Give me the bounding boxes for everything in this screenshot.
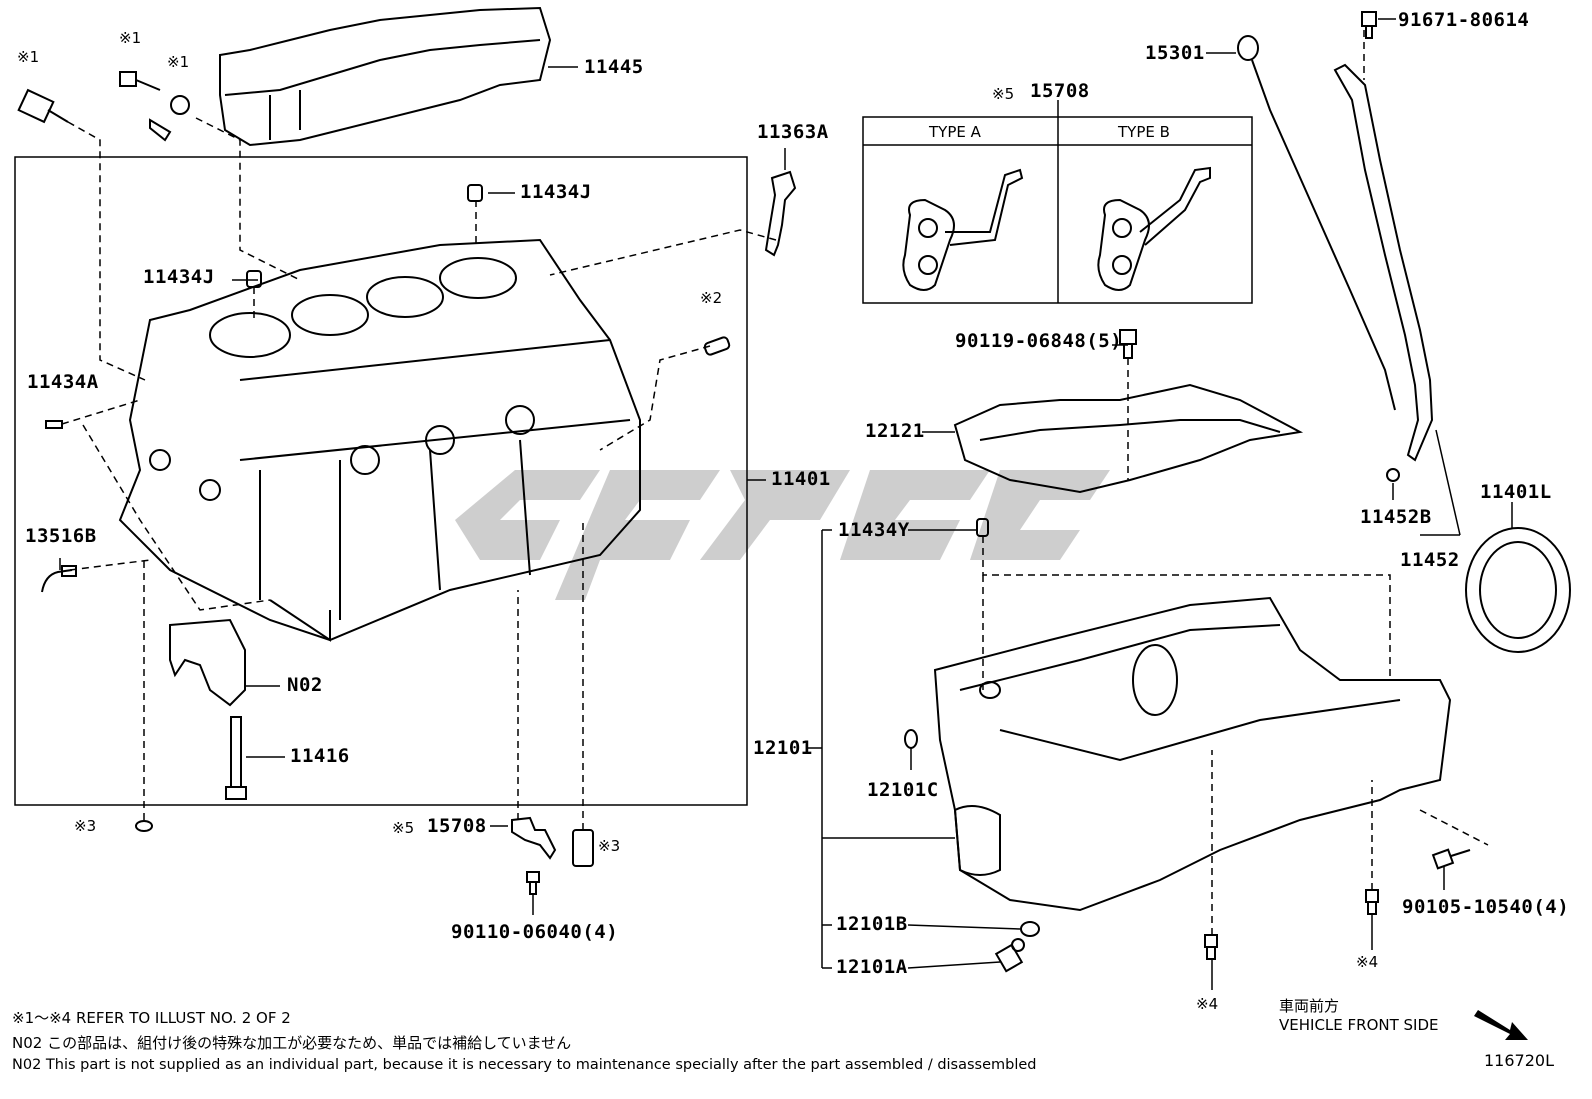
part-label-11401[interactable]: 11401 xyxy=(771,468,831,490)
part-label-12101[interactable]: 12101 xyxy=(753,737,813,759)
ref-mark-1-bolt: ※1 xyxy=(119,29,142,47)
pin-11434a-icon xyxy=(45,420,63,429)
note-n02-en: N02 This part is not supplied as an indi… xyxy=(12,1057,1037,1073)
part-label-11434j-top[interactable]: 11434J xyxy=(520,181,592,203)
part-label-15708-top[interactable]: 15708 xyxy=(1030,80,1090,102)
bolt-4-icon xyxy=(1204,889,1379,960)
part-label-11434a[interactable]: 11434A xyxy=(27,371,99,393)
engine-block-frame xyxy=(14,156,748,806)
sensor-icon xyxy=(17,88,69,124)
part-label-11452b[interactable]: 11452B xyxy=(1360,506,1432,528)
oil-jet-type-b-icon xyxy=(1097,166,1211,291)
front-arrow-icon xyxy=(1474,1010,1528,1040)
ref-mark-2: ※2 xyxy=(700,289,723,307)
part-label-12101b[interactable]: 12101B xyxy=(836,913,908,935)
part-label-15708-bottom[interactable]: 15708 xyxy=(427,815,487,837)
ref-mark-3-washer: ※3 xyxy=(74,817,97,835)
part-label-90110[interactable]: 90110-06040(4) xyxy=(451,921,619,943)
part-label-11452[interactable]: 11452 xyxy=(1400,549,1460,571)
pin-2-icon xyxy=(703,336,731,356)
part-label-90119[interactable]: 90119-06848(5) xyxy=(955,330,1123,352)
note-refer: ※1～※4 REFER TO ILLUST NO. 2 OF 2 xyxy=(12,1009,291,1027)
bolt-90105-icon xyxy=(1431,848,1471,870)
vehicle-front-label-en: VEHICLE FRONT SIDE xyxy=(1279,1016,1439,1034)
dipstick-guide-11452-icon xyxy=(1333,11,1434,462)
oil-seal-11401l-icon xyxy=(1465,527,1571,653)
gasket-12101b-icon xyxy=(1020,921,1040,937)
part-label-12101a[interactable]: 12101A xyxy=(836,956,908,978)
bolt-icon xyxy=(119,71,190,142)
ref-mark-1-nut: ※1 xyxy=(167,53,190,71)
part-label-11363a[interactable]: 11363A xyxy=(757,121,829,143)
plug-3-icon xyxy=(572,829,594,867)
solid-leaders xyxy=(59,18,1513,990)
part-label-90105[interactable]: 90105-10540(4) xyxy=(1402,896,1570,918)
type-b-header: TYPE B xyxy=(1118,123,1170,141)
part-label-12121[interactable]: 12121 xyxy=(865,420,925,442)
vehicle-front-label-jp: 車両前方 xyxy=(1279,997,1340,1015)
type-box xyxy=(862,100,1253,304)
part-label-12101c[interactable]: 12101C xyxy=(867,779,939,801)
part-label-11434j-mid[interactable]: 11434J xyxy=(143,266,215,288)
note-n02-jp: N02 この部品は、組付け後の特殊な加工が必要なため、単品では補給していません xyxy=(12,1034,572,1052)
oil-jet-15708-icon xyxy=(511,816,557,860)
o-ring-12101c-icon xyxy=(904,729,918,749)
part-label-15301[interactable]: 15301 xyxy=(1145,42,1205,64)
illustration-id: 116720L xyxy=(1484,1051,1554,1070)
oil-jet-type-a-icon xyxy=(902,168,1024,291)
part-label-91671[interactable]: 91671-80614 xyxy=(1398,9,1530,31)
gasket-12121-icon xyxy=(953,383,1304,494)
oil-pan-12101-icon xyxy=(933,596,1452,912)
ref-mark-5-top: ※5 xyxy=(992,85,1015,103)
bolt-11416-icon xyxy=(225,716,247,800)
dashed-leaders xyxy=(61,30,1489,935)
part-label-13516b[interactable]: 13516B xyxy=(25,525,97,547)
drain-plug-12101a-icon xyxy=(994,938,1025,973)
o-ring-11452b-icon xyxy=(1386,468,1400,482)
part-label-11445[interactable]: 11445 xyxy=(584,56,644,78)
ref-mark-3-plug: ※3 xyxy=(598,837,621,855)
bracket-11363a-icon xyxy=(764,170,797,257)
part-label-11416[interactable]: 11416 xyxy=(290,745,350,767)
bearing-cap-n02-icon xyxy=(169,618,246,707)
part-label-n02[interactable]: N02 xyxy=(287,674,323,696)
bolt-90119-icon xyxy=(1119,329,1137,359)
ref-mark-4-left: ※4 xyxy=(1196,995,1219,1013)
ref-mark-5-bottom: ※5 xyxy=(392,819,415,837)
ref-mark-4-right: ※4 xyxy=(1356,953,1379,971)
cover-11445-icon xyxy=(219,6,552,147)
pin-11434j-top-icon xyxy=(467,184,483,202)
part-label-11434y[interactable]: 11434Y xyxy=(838,519,910,541)
watermark-logo xyxy=(455,470,1110,600)
washer-3-icon xyxy=(135,820,153,832)
cylinder-block-icon xyxy=(118,238,641,642)
ref-mark-1-sensor: ※1 xyxy=(17,48,40,66)
hose-13516b-icon xyxy=(41,565,77,593)
bolt-90110-icon xyxy=(526,871,540,895)
dipstick-15301-icon xyxy=(1237,35,1396,411)
type-a-header: TYPE A xyxy=(929,123,981,141)
part-label-11401l[interactable]: 11401L xyxy=(1480,481,1552,503)
